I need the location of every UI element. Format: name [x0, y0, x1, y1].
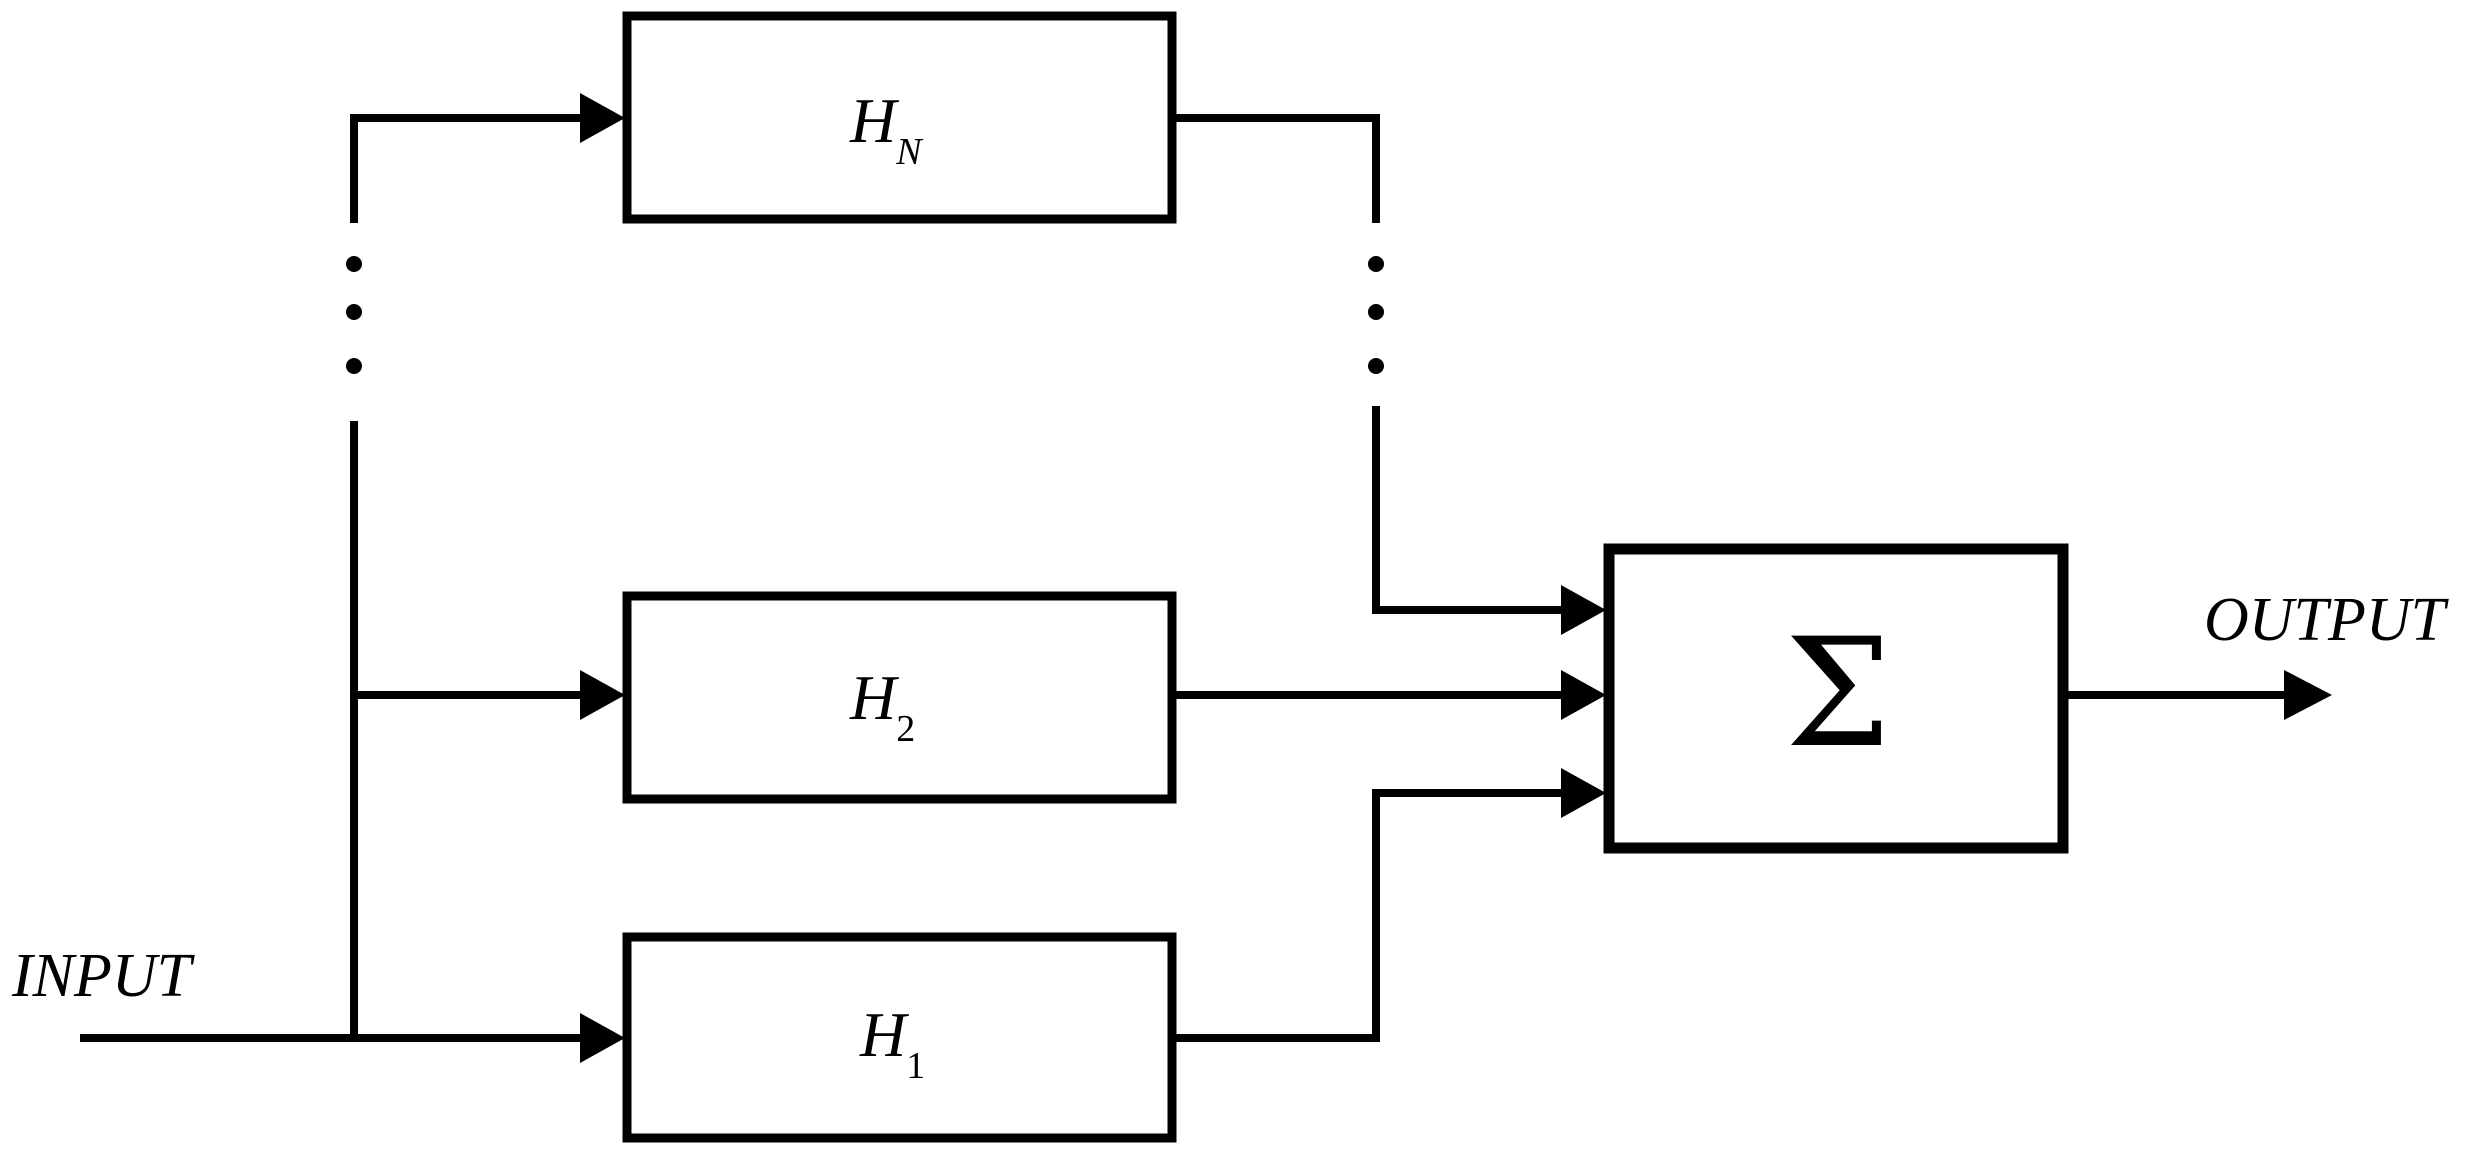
summation-box: [1603, 543, 2069, 854]
ellipsis-left: [346, 256, 362, 374]
sigma-icon: Σ: [1785, 607, 1891, 781]
block-h1-box: [622, 932, 1177, 1143]
block-hn: HN: [622, 11, 1177, 224]
block-hn-label: HN: [849, 85, 924, 173]
arrow-hn-into-sum: [1561, 585, 1606, 635]
output-label: OUTPUT: [2204, 586, 2450, 654]
arrow-to-hn: [580, 93, 625, 143]
arrow-to-h1: [580, 1013, 625, 1063]
block-hn-box: [622, 11, 1177, 224]
input-wiring: [80, 114, 589, 1042]
block-h1: H1: [622, 932, 1177, 1143]
input-label: INPUT: [11, 942, 196, 1010]
summation-block: Σ: [1603, 543, 2069, 854]
output-wiring: [1168, 114, 2294, 1042]
block-h2-box: [622, 591, 1177, 804]
arrow-h2-into-sum: [1561, 670, 1606, 720]
arrow-to-h2: [580, 670, 625, 720]
arrow-h1-into-sum: [1561, 768, 1606, 818]
arrow-output: [2284, 670, 2332, 720]
block-h1-label: H1: [859, 999, 925, 1087]
block-h2: H2: [622, 591, 1177, 804]
ellipsis-right: [1368, 256, 1384, 374]
block-h2-label: H2: [849, 662, 915, 750]
